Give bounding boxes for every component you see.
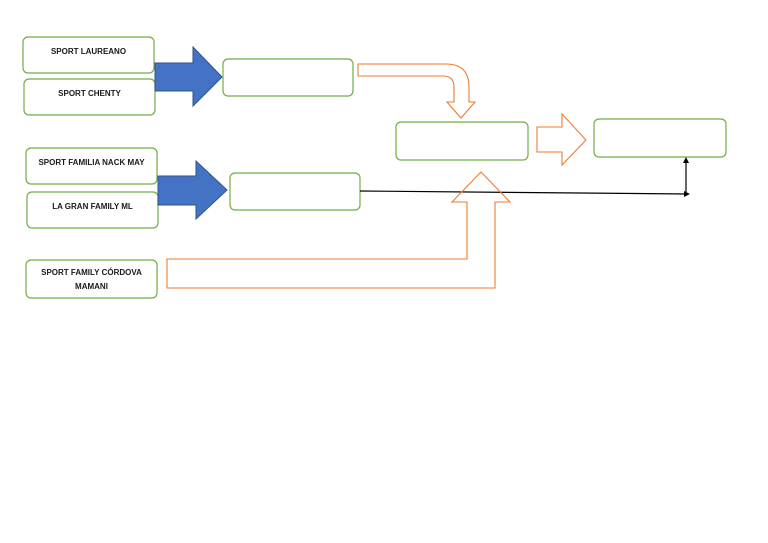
connector-line	[359, 157, 690, 197]
team-box-4-label: LA GRAN FAMILY ML	[52, 202, 133, 211]
result-box-2	[229, 172, 361, 211]
team-box-2-label: SPORT CHENTY	[58, 89, 121, 98]
team-box-3: SPORT FAMILIA NACK MAY	[25, 147, 158, 185]
team-box-1-label: SPORT LAUREANO	[51, 47, 126, 56]
team-box-5: SPORT FAMILY CÓRDOVA MAMANI	[25, 259, 158, 299]
team-box-5-label-line-2: MAMANI	[75, 282, 108, 291]
team-box-2: SPORT CHENTY	[23, 78, 156, 116]
orange-up-arrow	[166, 171, 512, 289]
team-box-4: LA GRAN FAMILY ML	[26, 191, 159, 229]
blue-block-arrow-1	[154, 45, 223, 108]
orange-bent-arrow	[357, 63, 477, 119]
team-box-3-label: SPORT FAMILIA NACK MAY	[38, 158, 145, 167]
result-box-4	[593, 118, 727, 158]
result-box-1	[222, 58, 354, 97]
team-box-1: SPORT LAUREANO	[22, 36, 155, 74]
orange-right-arrow	[536, 112, 587, 167]
blue-block-arrow-2	[157, 159, 228, 221]
team-box-5-label-line-1: SPORT FAMILY CÓRDOVA	[41, 268, 142, 277]
result-box-3	[395, 121, 529, 161]
